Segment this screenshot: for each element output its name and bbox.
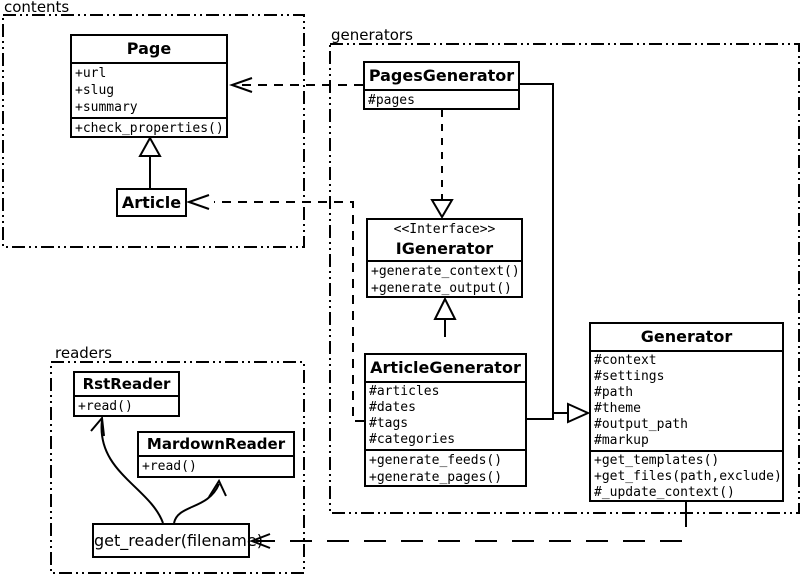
class-title: PagesGenerator — [365, 63, 518, 91]
class-title: RstReader — [75, 373, 178, 397]
class-methods: +generate_context() +generate_output() — [368, 262, 521, 298]
attribute: #pages — [368, 93, 415, 108]
method: +get_files(path,exclude) — [594, 469, 782, 484]
package-border-contents — [2, 14, 305, 248]
edge-article-to-page-generalization — [138, 135, 162, 188]
method: +generate_feeds() — [369, 453, 503, 468]
class-attributes: #pages — [365, 91, 518, 110]
class-attributes: +url +slug +summary — [72, 64, 226, 119]
method: +generate_output() — [371, 281, 512, 296]
class-title: Generator — [591, 324, 782, 352]
method: +read() — [142, 459, 197, 474]
class-node-generator[interactable]: Generator #context #settings #path #them… — [589, 322, 784, 502]
class-title: Page — [72, 36, 226, 64]
open-arrowhead-icon — [228, 77, 253, 93]
edge-getreader-to-mardownreader-association — [173, 478, 227, 524]
package-label-contents: contents — [4, 0, 70, 16]
attribute: +summary — [75, 100, 138, 115]
class-node-article[interactable]: Article — [116, 188, 187, 217]
function-node-get-reader[interactable]: get_reader(filename) — [92, 523, 263, 558]
class-title: MardownReader — [139, 433, 293, 457]
open-arrowhead-icon — [249, 533, 271, 549]
attribute: #path — [594, 385, 634, 400]
method: +check_properties() — [75, 121, 224, 136]
hollow-triangle-arrowhead-icon — [433, 296, 457, 320]
package-border-generators — [329, 43, 800, 514]
edge-articlegenerator-to-article-dependency — [185, 194, 364, 422]
class-node-articlegenerator[interactable]: ArticleGenerator #articles #dates #tags … — [364, 353, 527, 487]
class-attributes: #articles #dates #tags #categories — [366, 383, 525, 451]
edge-generator-to-getreader-dependency — [249, 502, 687, 549]
edge-articlegenerator-to-igenerator-generalization — [433, 296, 457, 337]
open-arrowhead-icon — [90, 415, 105, 437]
class-methods: +generate_feeds() +generate_pages() — [366, 451, 525, 487]
attribute: #categories — [369, 432, 456, 447]
attribute: #settings — [594, 369, 665, 384]
edge-getreader-to-rstreader-association — [90, 415, 164, 524]
open-arrowhead-icon — [185, 194, 210, 210]
package-border-readers — [50, 361, 305, 574]
attribute: +url — [75, 66, 107, 81]
method: +get_templates() — [594, 453, 720, 468]
class-methods: +read() — [75, 397, 178, 416]
attribute: #theme — [594, 401, 641, 416]
method: #_update_context() — [594, 485, 735, 500]
method: +read() — [78, 399, 133, 414]
stereotype-label: <<Interface>> — [393, 222, 496, 237]
attribute: +slug — [75, 83, 115, 98]
class-title: <<Interface>> IGenerator — [368, 220, 521, 262]
class-title-text: IGenerator — [395, 239, 494, 258]
attribute: #markup — [594, 433, 649, 448]
class-node-igenerator[interactable]: <<Interface>> IGenerator +generate_conte… — [366, 218, 523, 298]
class-node-pagesgenerator[interactable]: PagesGenerator #pages — [363, 61, 520, 110]
edge-pagesgenerator-to-igenerator-realization — [430, 110, 454, 219]
class-node-page[interactable]: Page +url +slug +summary +check_properti… — [70, 34, 228, 138]
open-arrowhead-icon — [208, 478, 227, 498]
edge-pagesgenerator-to-page-dependency — [228, 77, 363, 93]
attribute: #context — [594, 353, 657, 368]
class-node-mardownreader[interactable]: MardownReader +read() — [137, 431, 295, 478]
class-title: ArticleGenerator — [366, 355, 525, 383]
method: +generate_context() — [371, 264, 520, 279]
package-label-readers: readers — [55, 344, 112, 362]
class-attributes: #context #settings #path #theme #output_… — [591, 352, 782, 452]
attribute: #dates — [369, 400, 416, 415]
class-node-rstreader[interactable]: RstReader +read() — [73, 371, 180, 417]
class-title: Article — [121, 193, 182, 212]
edge-generators-to-generator-generalization — [520, 83, 591, 424]
attribute: #tags — [369, 416, 409, 431]
method: +generate_pages() — [369, 470, 503, 485]
class-methods: +check_properties() — [72, 119, 226, 138]
hollow-triangle-arrowhead-icon — [138, 135, 162, 157]
class-methods: +read() — [139, 457, 293, 476]
hollow-triangle-arrowhead-icon — [430, 199, 454, 219]
package-label-generators: generators — [331, 26, 413, 44]
class-methods: +get_templates() +get_files(path,exclude… — [591, 452, 782, 502]
attribute: #articles — [369, 384, 440, 399]
hollow-triangle-arrowhead-icon — [567, 402, 591, 424]
attribute: #output_path — [594, 417, 688, 432]
